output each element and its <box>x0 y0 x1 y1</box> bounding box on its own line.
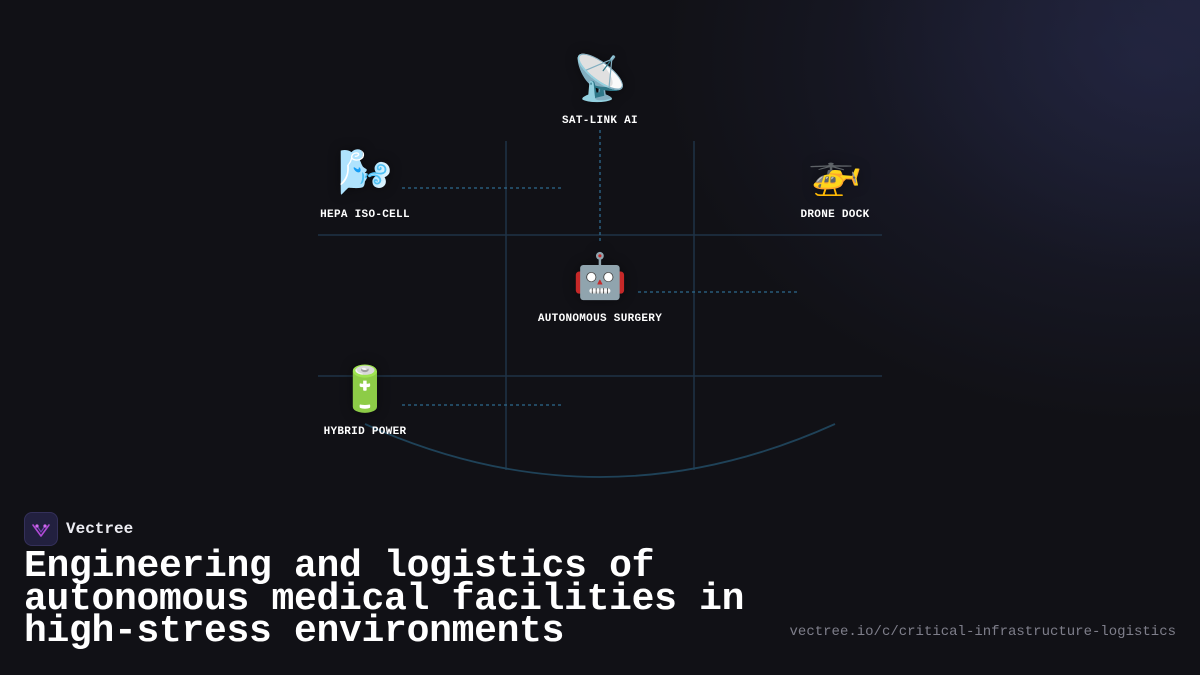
node-autonomous-surgery: 🤖 AUTONOMOUS SURGERY <box>520 251 680 325</box>
grid-arc <box>364 423 836 478</box>
battery-icon: 🔋 <box>337 364 393 415</box>
node-drone-dock: 🚁 DRONE DOCK <box>755 147 915 221</box>
brand-name: Vectree <box>66 520 134 538</box>
node-hybrid-power: 🔋 HYBRID POWER <box>285 364 445 438</box>
wind-face-icon: 🌬️ <box>337 147 393 198</box>
vectree-logo-icon <box>24 512 58 546</box>
brand[interactable]: Vectree <box>24 512 133 546</box>
article-url-link[interactable]: vectree.io/c/critical-infrastructure-log… <box>789 624 1176 640</box>
node-label-power: HYBRID POWER <box>323 426 407 438</box>
robot-icon: 🤖 <box>572 251 628 302</box>
node-label-sat-link: SAT-LINK AI <box>562 115 638 127</box>
node-label-hepa: HEPA ISO-CELL <box>320 209 410 221</box>
node-label-drone: DRONE DOCK <box>800 209 870 221</box>
page-title: Engineering and logistics of autonomous … <box>24 545 745 653</box>
node-sat-link-ai: 📡 SAT-LINK AI <box>520 53 680 127</box>
satellite-dish-icon: 📡 <box>572 53 628 104</box>
node-label-surgery: AUTONOMOUS SURGERY <box>537 313 663 325</box>
helicopter-icon: 🚁 <box>807 147 863 198</box>
node-hepa-iso-cell: 🌬️ HEPA ISO-CELL <box>285 147 445 221</box>
